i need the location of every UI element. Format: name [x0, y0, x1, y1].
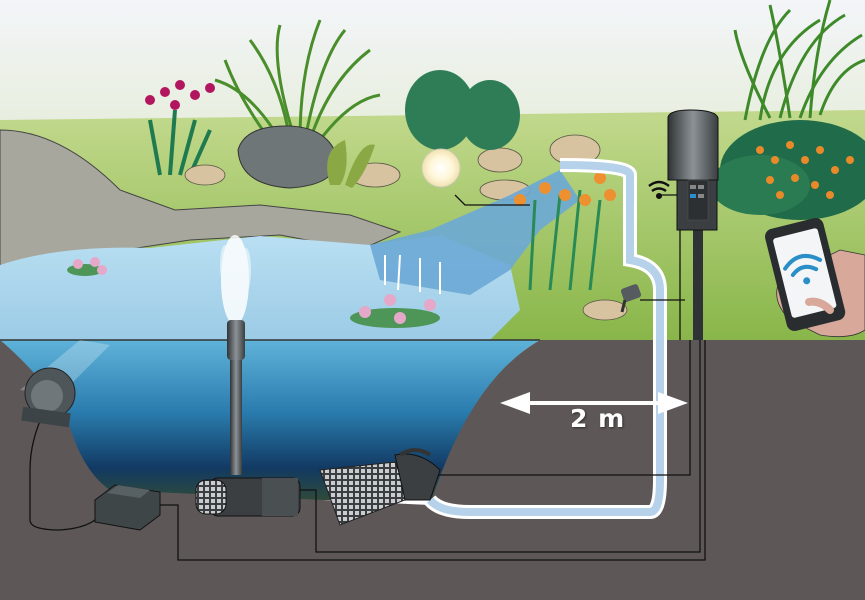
iris-plants — [145, 80, 215, 176]
flagstone-path — [0, 129, 402, 271]
distance-arrow — [500, 392, 688, 414]
stream-pump — [319, 448, 441, 526]
power-transformer — [94, 484, 161, 531]
power-cables — [29, 194, 706, 561]
garden-spotlight — [582, 284, 642, 321]
orange-flowers-right — [756, 141, 854, 199]
water-lilies — [67, 257, 440, 328]
smartphone-wifi-icon — [783, 253, 823, 285]
waterfall-foam — [384, 254, 441, 294]
hosta-plant — [327, 140, 375, 188]
tall-grass-right — [733, 0, 865, 121]
wifi-icon — [648, 180, 670, 200]
conifer-shrub — [405, 70, 520, 150]
water-hose-inner — [426, 161, 664, 516]
fountain-spray — [220, 235, 251, 325]
fountain-nozzle — [227, 320, 245, 360]
waterfall-stream — [370, 170, 580, 295]
fountain-pump — [195, 477, 301, 517]
distance-label: 2 m — [570, 404, 626, 433]
fountain-riser-pipe — [230, 360, 242, 475]
underwater-spotlight — [20, 340, 110, 428]
glow-sphere-lamp — [421, 148, 461, 188]
orange-flowers-bank — [514, 172, 616, 291]
smart-control-unit — [667, 109, 719, 340]
